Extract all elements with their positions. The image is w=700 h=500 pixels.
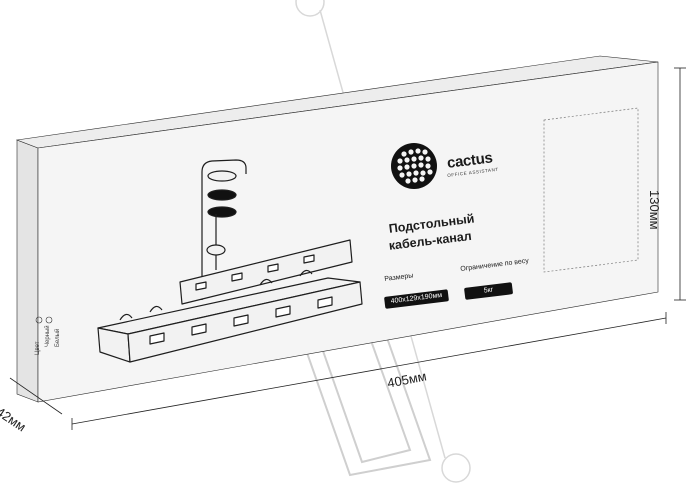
side-color-label: Цвет: [35, 341, 41, 355]
cable-tray-illustration: [97, 159, 363, 363]
cactus-logo-icon: [391, 143, 437, 189]
dimension-lines: [9, 67, 686, 430]
side-black-label: Черный: [45, 325, 51, 347]
side-white-label: Белый: [55, 328, 61, 347]
white-option-circle-icon: [45, 316, 53, 324]
height-dimension-label: 130мм: [647, 190, 662, 230]
black-option-circle-icon: [35, 316, 43, 324]
box-window: [543, 107, 639, 273]
box-side-panel: [16, 139, 39, 403]
